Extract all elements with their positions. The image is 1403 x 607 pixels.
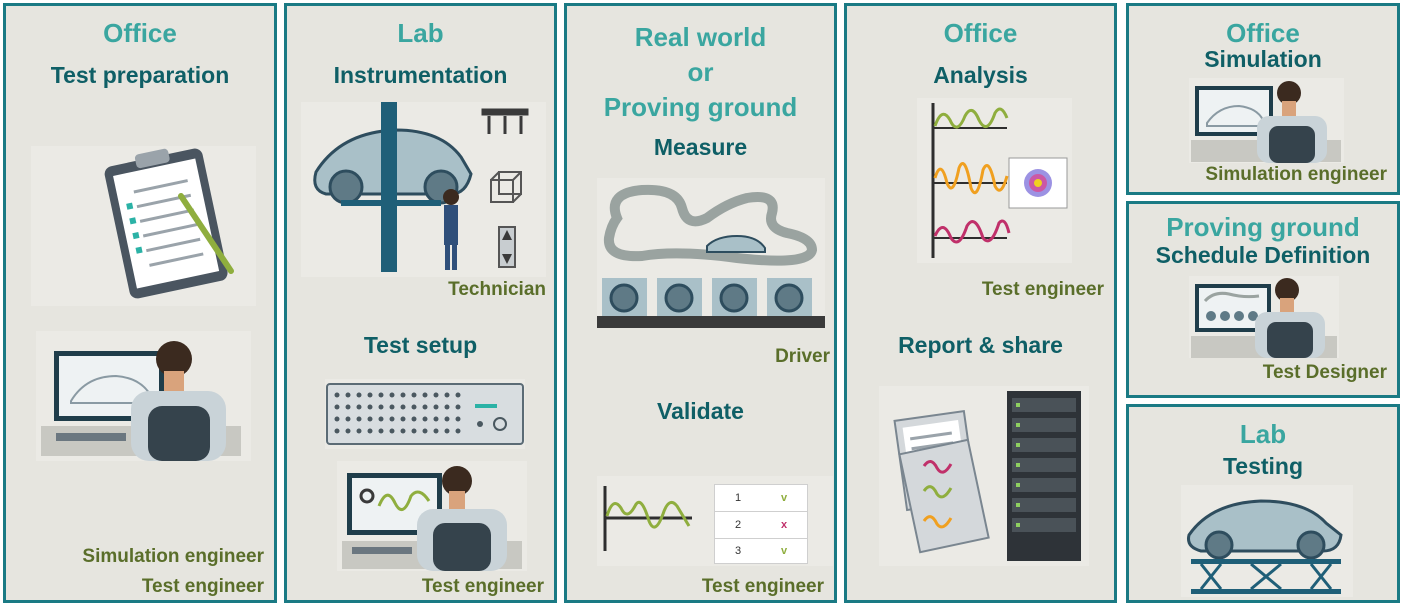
role-test-engineer: Test engineer [421, 576, 544, 597]
analysis-charts-illustration [917, 98, 1072, 263]
engineer-at-computer-illustration [337, 461, 527, 571]
activity-label-test-setup: Test setup [363, 332, 478, 358]
table-row: 3 v [715, 539, 807, 563]
panel-office-simulation: Office Simulation Simulation engineer [1126, 3, 1400, 195]
engineer-at-computer-illustration [1189, 78, 1344, 163]
activity-label-simulation: Simulation [1204, 46, 1322, 72]
location-label: Lab [1239, 419, 1287, 449]
panel-office-analysis: Office Analysis Test engineer Report & s… [844, 3, 1117, 603]
clipboard-checklist-illustration [31, 146, 256, 306]
table-row: 2 x [715, 512, 807, 539]
location-label: Proving ground [1166, 212, 1360, 242]
role-test-designer: Test Designer [1262, 362, 1387, 383]
location-label: Office [103, 18, 177, 48]
panel-office-test-preparation: Office Test preparation [3, 3, 277, 603]
panel-lab-testing: Lab Testing [1126, 404, 1400, 603]
location-label: Lab [397, 18, 444, 48]
panel-lab-instrumentation: Lab Instrumentation [284, 3, 557, 603]
reports-and-server-illustration [879, 386, 1089, 566]
engineer-at-computer-illustration [1189, 276, 1339, 358]
panel-proving-ground-schedule: Proving ground Schedule Definition Test … [1126, 201, 1400, 398]
panel-real-world-proving-ground: Real world or Proving ground Measure Dri… [564, 3, 837, 603]
validation-table: 1 v 2 x 3 v [714, 484, 808, 564]
row-mark: v [780, 545, 788, 557]
row-number: 2 [734, 519, 742, 531]
row-mark: x [780, 519, 788, 531]
engineer-at-computer-illustration [36, 331, 251, 461]
activity-label-schedule-definition: Schedule Definition [1155, 242, 1371, 268]
row-number: 3 [734, 545, 742, 557]
role-simulation-engineer: Simulation engineer [82, 546, 264, 567]
role-test-engineer: Test engineer [701, 576, 824, 597]
activity-label: Test preparation [50, 62, 230, 88]
activity-label-testing: Testing [1222, 453, 1304, 479]
role-test-engineer: Test engineer [981, 279, 1104, 300]
activity-label-analysis: Analysis [933, 62, 1028, 88]
activity-label-validate: Validate [657, 398, 744, 424]
test-track-illustration [597, 178, 825, 328]
location-label-proving-ground: Proving ground [603, 92, 798, 122]
activity-label-measure: Measure [653, 134, 748, 160]
car-on-test-rig-illustration [1181, 485, 1353, 597]
role-technician: Technician [448, 279, 546, 300]
location-label-real-world: Real world [634, 22, 767, 52]
row-number: 1 [734, 492, 742, 504]
location-label-or: or [687, 57, 714, 87]
location-label: Office [1226, 18, 1300, 48]
activity-label-report-share: Report & share [898, 332, 1063, 358]
table-row: 1 v [715, 485, 807, 512]
row-mark: v [780, 492, 788, 504]
activity-label-instrumentation: Instrumentation [333, 62, 508, 88]
data-acquisition-rack-illustration [325, 379, 525, 449]
car-on-lift-illustration [301, 102, 546, 277]
role-test-engineer: Test engineer [141, 576, 264, 597]
role-driver: Driver [775, 346, 830, 367]
location-label: Office [943, 18, 1018, 48]
role-simulation-engineer: Simulation engineer [1205, 164, 1387, 185]
